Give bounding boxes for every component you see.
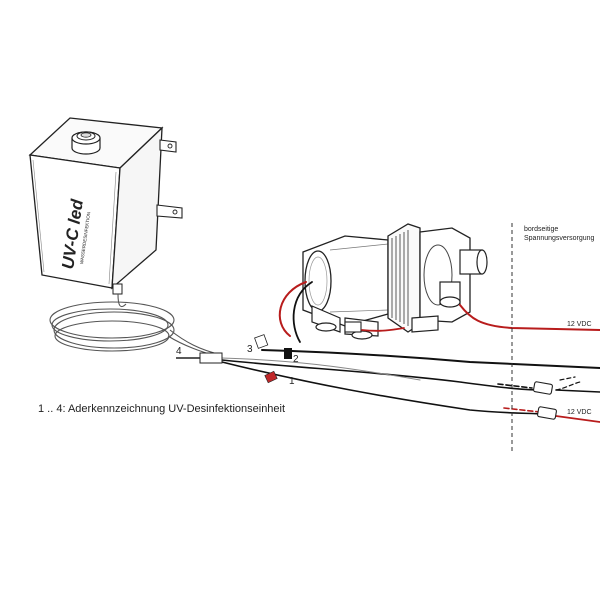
cable-junction <box>199 352 223 364</box>
dashed-red-wire <box>503 407 541 413</box>
connector-lower <box>537 406 557 420</box>
black-wire-main <box>261 349 600 369</box>
connector-upper <box>533 381 553 395</box>
water-pump <box>302 223 488 340</box>
wire-marker-2: 2 <box>284 348 299 365</box>
mounting-tab-upper <box>159 139 177 153</box>
pump-red-supply-wire-2 <box>361 327 405 332</box>
wire-marker-4-label: 4 <box>176 346 182 357</box>
uv-c-unit: UV-C led WASSERDESINFEKTION <box>28 117 183 295</box>
wire-marker-1-label: 1 <box>289 376 295 387</box>
black-wire-lower-2 <box>221 361 545 415</box>
supply-title-line1: bordseitige <box>524 226 558 233</box>
pump-red-supply-wire <box>459 304 600 331</box>
pump-port-top <box>459 249 488 275</box>
wire-marker-3: 3 <box>247 334 269 355</box>
pump-red-wire <box>278 281 307 337</box>
wire-marker-3-label: 3 <box>247 344 253 355</box>
pump-feet <box>311 305 439 340</box>
supply-title-line2: Spannungsversorgung <box>524 235 595 242</box>
caption: 1 .. 4: Aderkennzeichnung UV-Desinfektio… <box>38 403 286 415</box>
mounting-tab-lower <box>156 204 183 219</box>
wire-marker-1: 1 <box>264 370 295 387</box>
wire-marker-4: 4 <box>176 346 200 359</box>
supply-voltage-top: 12 VDC <box>567 321 592 328</box>
pump-black-wire <box>292 281 313 343</box>
coiled-cable <box>49 293 223 359</box>
inlet-cap <box>71 131 101 155</box>
black-wire-lower <box>221 359 541 391</box>
dashed-black-wire <box>497 383 533 389</box>
supply-voltage-bottom: 12 VDC <box>567 409 592 416</box>
grey-wire <box>221 357 421 381</box>
wire-marker-2-label: 2 <box>293 354 299 365</box>
pump-port-bottom <box>439 281 461 308</box>
